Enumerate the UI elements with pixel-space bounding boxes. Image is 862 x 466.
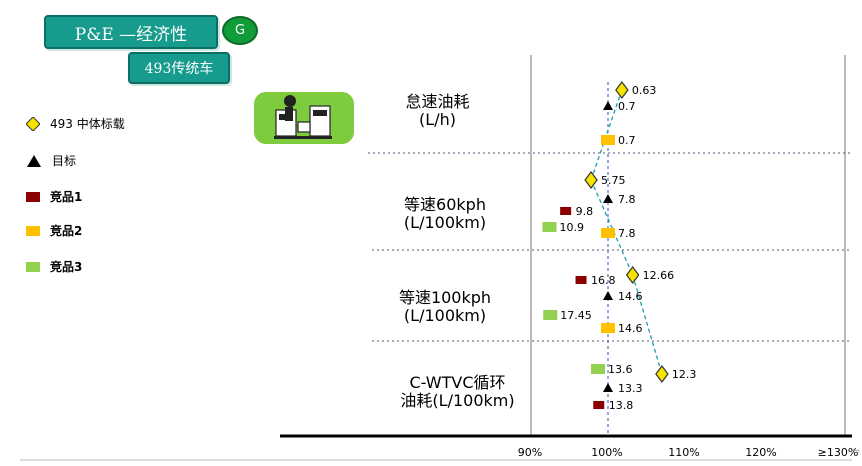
- diamond-point: [615, 81, 629, 99]
- target-point: [603, 194, 613, 203]
- legend-label: 竞品3: [50, 260, 83, 274]
- target-point: [603, 291, 613, 300]
- competitor-point: [590, 364, 605, 374]
- data-label: 0.7: [618, 134, 636, 147]
- competitor-point: [542, 222, 557, 232]
- trend-line-segment: [590, 89, 623, 181]
- data-label: 12.66: [643, 269, 675, 282]
- data-label: 7.8: [618, 227, 636, 240]
- legend-item-493: 493 中体标载: [26, 115, 125, 132]
- data-label: 14.6: [618, 322, 643, 335]
- legend-item-competitor-1: 竞品1: [26, 188, 82, 205]
- data-label: 9.8: [576, 205, 594, 218]
- legend-label: 竞品2: [50, 224, 83, 238]
- category-label-line1: 怠速油耗: [405, 92, 470, 111]
- trend-line-segment: [632, 274, 663, 375]
- category-label-60kph: 等速60kph (L/100km): [380, 196, 510, 232]
- page-title-text: P&E —经济性: [74, 24, 188, 45]
- left-arrow-icon: ⇐: [849, 444, 860, 458]
- legend-label: 竞品1: [50, 190, 83, 204]
- vehicle-subtitle: 493传统车: [128, 52, 230, 84]
- category-label-line2: (L/h): [419, 110, 456, 129]
- square-marker-icon: [26, 191, 40, 202]
- diamond-point: [584, 171, 598, 189]
- x-tick-label: 120%: [745, 446, 776, 459]
- data-label: 13.3: [618, 382, 643, 395]
- data-label: 13.6: [608, 363, 633, 376]
- x-tick-label: 110%: [668, 446, 699, 459]
- x-tick-label: ≥130%: [818, 446, 859, 459]
- competitor-point: [601, 323, 615, 333]
- fuel-pump-icon: [254, 92, 354, 144]
- category-label-line2: 油耗(L/100km): [400, 391, 515, 410]
- category-label-line1: 等速60kph: [404, 195, 486, 214]
- x-tick-label: 100%: [591, 446, 622, 459]
- category-label-line1: C-WTVC循环: [409, 373, 506, 392]
- competitor-point: [543, 310, 558, 320]
- category-label-100kph: 等速100kph (L/100km): [380, 289, 510, 325]
- target-point: [603, 383, 613, 392]
- data-label: 13.8: [609, 399, 634, 412]
- category-label-idle: 怠速油耗 (L/h): [380, 93, 495, 129]
- competitor-point: [593, 401, 605, 409]
- competitor-point: [601, 135, 615, 145]
- diamond-point: [655, 365, 669, 383]
- square-marker-icon: [26, 225, 40, 236]
- x-tick-label: 90%: [518, 446, 542, 459]
- legend-label: 目标: [52, 154, 77, 168]
- trend-line-segment: [590, 179, 634, 276]
- category-label-line2: (L/100km): [403, 213, 487, 232]
- data-label: 16.8: [591, 274, 616, 287]
- legend-item-competitor-2: 竞品2: [26, 222, 82, 239]
- competitor-point: [560, 207, 572, 215]
- competitor-point: [575, 276, 587, 284]
- data-label: 14.6: [618, 290, 643, 303]
- grade-badge: G: [222, 16, 258, 45]
- legend-item-competitor-3: 竞品3: [26, 258, 82, 275]
- category-label-cwtvc: C-WTVC循环 油耗(L/100km): [385, 374, 530, 410]
- data-label: 0.7: [618, 100, 636, 113]
- vehicle-subtitle-text: 493传统车: [144, 61, 214, 77]
- legend-item-target: 目标: [26, 152, 76, 169]
- category-label-line2: (L/100km): [403, 306, 487, 325]
- data-label: 17.45: [560, 309, 592, 322]
- data-label: 5.75: [601, 174, 626, 187]
- data-label: 12.3: [672, 368, 697, 381]
- legend-label: 493 中体标载: [50, 117, 125, 131]
- competitor-point: [601, 228, 615, 238]
- triangle-marker-icon: [27, 154, 41, 167]
- square-marker-icon: [26, 261, 40, 272]
- data-label: 0.63: [632, 84, 657, 97]
- data-label: 10.9: [559, 221, 584, 234]
- grade-badge-text: G: [234, 23, 246, 38]
- data-label: 7.8: [618, 193, 636, 206]
- diamond-marker-icon: [26, 116, 40, 131]
- diamond-point: [625, 266, 640, 284]
- target-point: [603, 101, 613, 110]
- page-title: P&E —经济性: [44, 15, 218, 49]
- category-label-line1: 等速100kph: [398, 288, 492, 307]
